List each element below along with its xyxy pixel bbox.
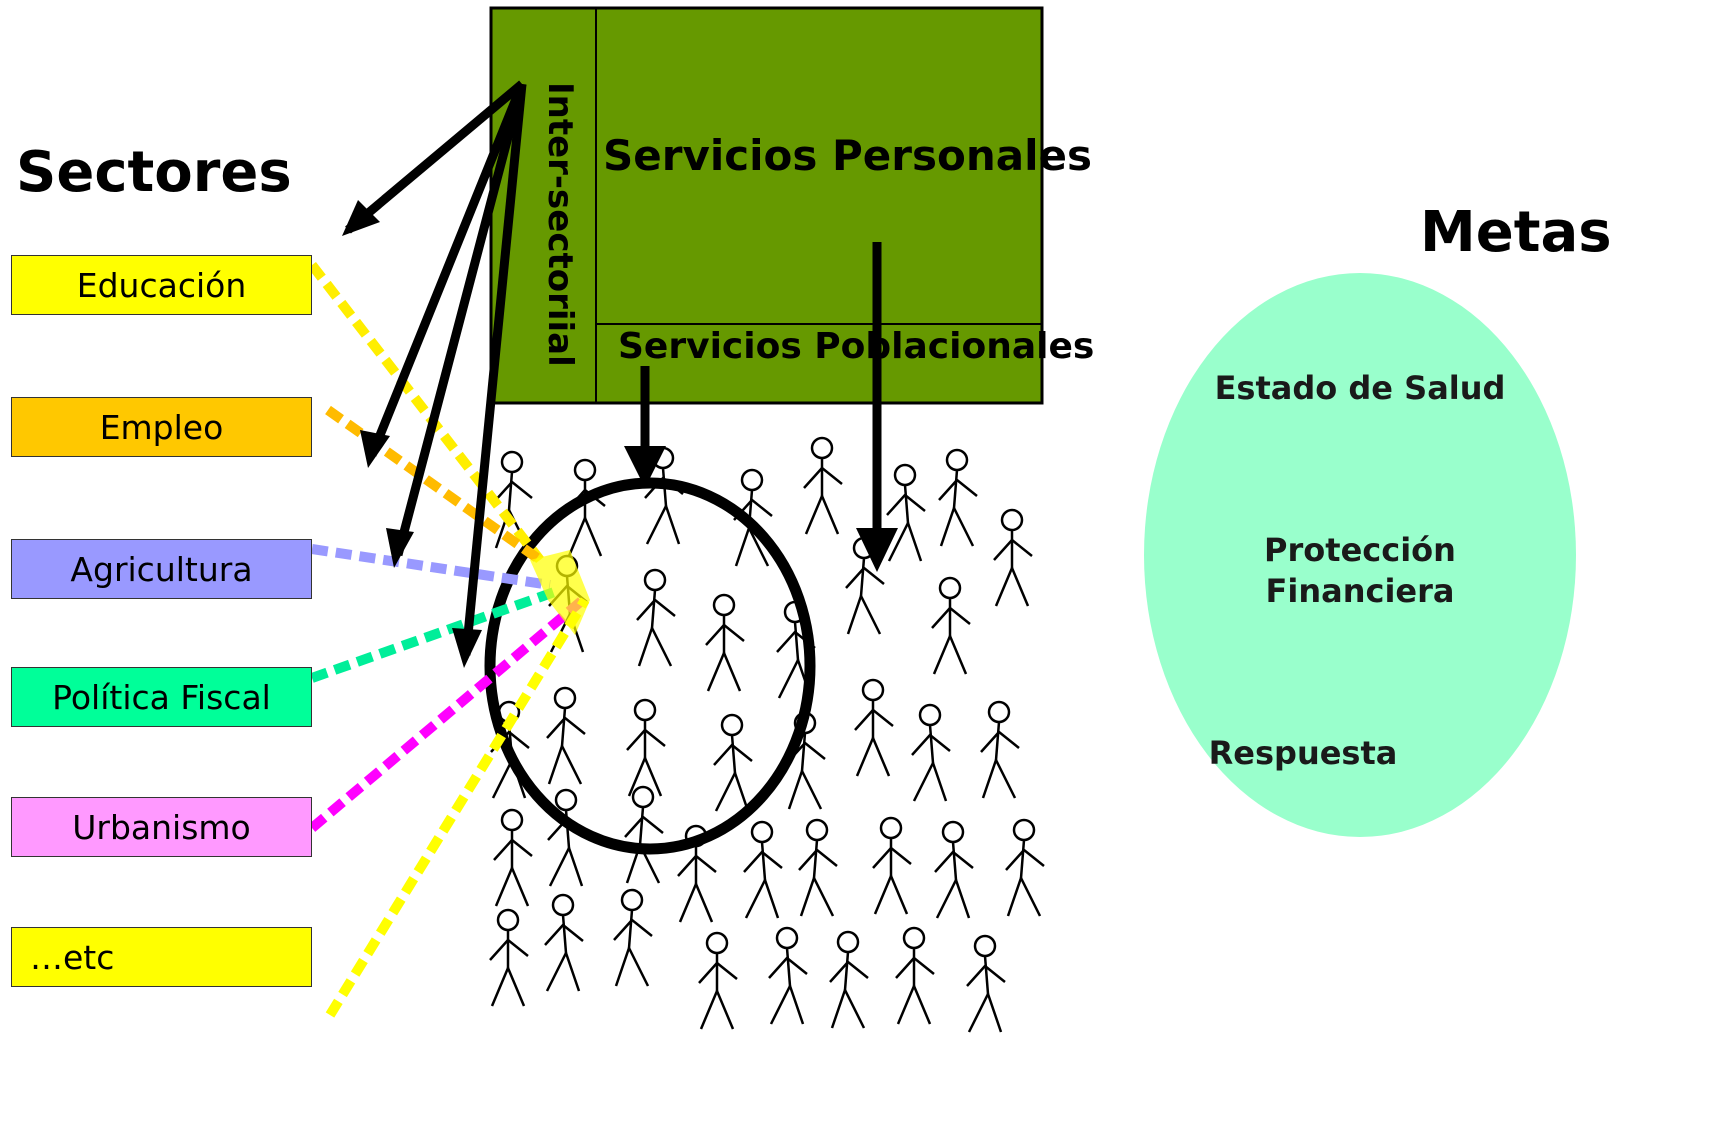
person-figure [911, 703, 951, 802]
person-figure [636, 568, 676, 667]
servicios-personales-label: Servicios Personales [603, 131, 1092, 180]
person-figure [966, 934, 1006, 1033]
person-figure [854, 678, 894, 777]
person-figure [1005, 818, 1045, 917]
person-figure [798, 818, 838, 917]
person-figure [624, 785, 664, 884]
target-population-circle [484, 477, 816, 855]
arrowhead-personales [856, 528, 898, 572]
sector-box-agricultura: Agricultura [11, 539, 312, 599]
arrowhead-agricultura [386, 528, 414, 568]
sector-connector-lines [308, 261, 590, 1018]
agricultura-connector [311, 544, 551, 590]
empleo-connector [325, 405, 543, 565]
converge-highlight [530, 550, 590, 635]
arrow-to-politica-fiscal [461, 83, 527, 656]
person-figure [886, 463, 926, 562]
person-figure [931, 576, 971, 675]
etc-connector [325, 597, 590, 1018]
urbanismo-connector [308, 594, 589, 832]
intersectorial-label: Inter-sectoriial [540, 82, 580, 367]
person-figure [489, 908, 529, 1007]
person-figure [626, 698, 666, 797]
arrowhead-sectores [342, 200, 380, 236]
arrow-heads [342, 200, 898, 668]
person-figure [613, 888, 653, 987]
servicios-poblacionales-label: Servicios Poblacionales [618, 326, 1095, 367]
sector-box-etc: …etc [11, 927, 312, 987]
person-figure [993, 508, 1033, 607]
person-figure [743, 820, 783, 919]
person-figure [547, 788, 587, 887]
person-figure [934, 820, 974, 919]
person-figure [895, 926, 935, 1025]
person-figure [803, 436, 843, 535]
sector-box-urbanismo: Urbanismo [11, 797, 312, 857]
population-crowd [489, 436, 1045, 1033]
meta-respuesta: Respuesta [1208, 734, 1398, 772]
meta-estado-de-salud: Estado de Salud [1214, 369, 1506, 407]
person-figure [713, 713, 753, 812]
politica-fiscal-connector [310, 585, 562, 683]
metas-ellipse [1144, 273, 1576, 837]
meta-proteccion-financiera: Protección Financiera [1264, 531, 1456, 610]
person-figure [872, 816, 912, 915]
intersectorial-arrows [345, 80, 882, 656]
services-block [489, 6, 1044, 405]
arrowhead-politica-fiscal [452, 628, 482, 668]
arrowhead-empleo [360, 430, 390, 468]
person-figure [980, 700, 1020, 799]
sector-box-empleo: Empleo [11, 397, 312, 457]
person-figure [938, 448, 978, 547]
arrow-to-empleo [367, 82, 527, 457]
educacion-connector [308, 261, 544, 564]
arrow-to-sectores [345, 80, 525, 234]
person-figure [768, 926, 808, 1025]
sectores-title: Sectores [16, 140, 292, 205]
sector-box-educacion: Educación [11, 255, 312, 315]
services-block-background [489, 6, 1044, 405]
person-figure [829, 930, 869, 1029]
person-figure [546, 686, 586, 785]
person-figure [705, 593, 745, 692]
person-figure [698, 931, 738, 1030]
metas-title: Metas [1420, 200, 1612, 265]
arrowhead-poblacionales [624, 446, 666, 488]
sector-box-politica-fiscal: Política Fiscal [11, 667, 312, 727]
person-figure [493, 808, 533, 907]
person-figure [544, 893, 584, 992]
arrow-to-agricultura [393, 82, 527, 557]
